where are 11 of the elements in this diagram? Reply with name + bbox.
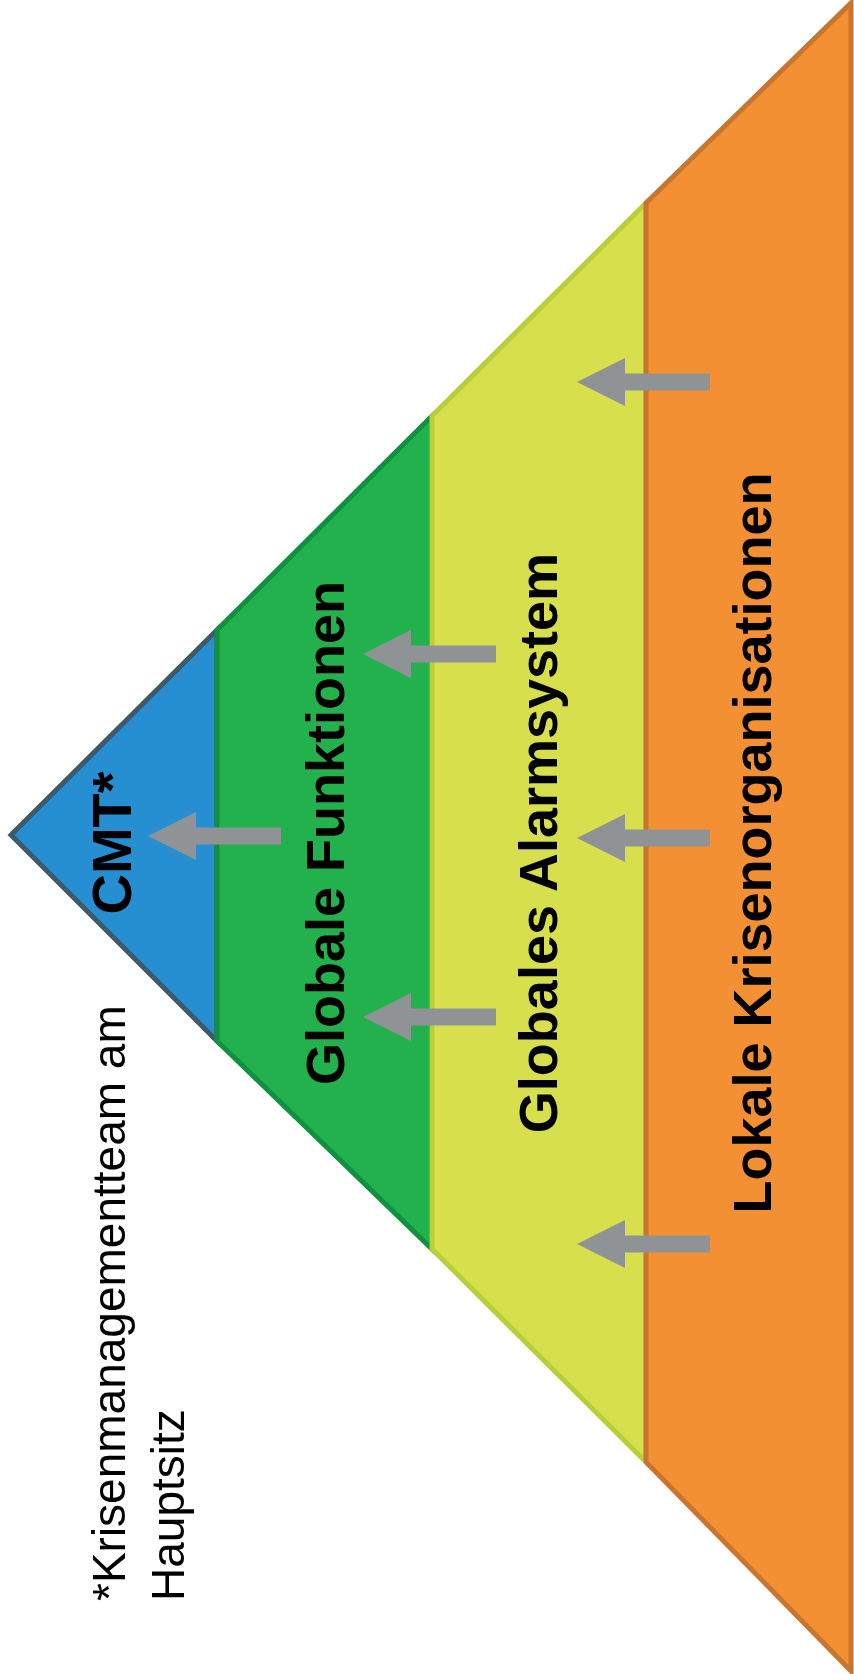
layer-label: Lokale Krisenorganisationen — [723, 472, 783, 1214]
layer-label: CMT* — [81, 771, 143, 915]
footnote: *Krisenmanagementteam am Hauptsitz — [82, 1004, 195, 1601]
layer-label: Globale Funktionen — [296, 581, 356, 1085]
arrow — [363, 630, 496, 678]
layer-label: Globales Alarmsystem — [509, 552, 569, 1134]
arrow — [363, 993, 496, 1041]
arrow — [577, 814, 710, 862]
arrow — [577, 358, 710, 406]
arrow — [148, 812, 281, 860]
arrow — [577, 1220, 710, 1268]
